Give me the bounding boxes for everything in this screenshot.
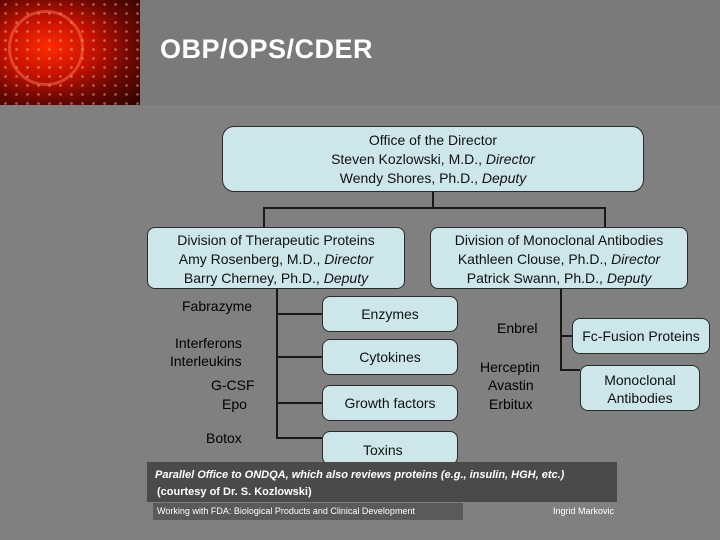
label-gcsf: G-CSF: [211, 377, 255, 393]
label-interleukins: Interleukins: [170, 353, 242, 369]
dma-deputy: Patrick Swann, Ph.D., Deputy: [431, 269, 687, 288]
page-title: OBP/OPS/CDER: [160, 34, 373, 65]
dtp-director: Amy Rosenberg, M.D., Director: [148, 250, 404, 269]
division-therapeutic-proteins-box: Division of Therapeutic Proteins Amy Ros…: [147, 227, 405, 289]
category-toxins: Toxins: [322, 431, 458, 465]
label-fabrazyme: Fabrazyme: [182, 298, 252, 314]
label-herceptin: Herceptin: [480, 359, 540, 375]
connector-director-down: [432, 192, 434, 208]
connector-dtp-trunk: [276, 288, 278, 438]
dtp-title: Division of Therapeutic Proteins: [148, 231, 404, 250]
footer-author: Ingrid Markovic: [553, 506, 614, 516]
dtp-deputy: Barry Cherney, Ph.D., Deputy: [148, 269, 404, 288]
label-interferons: Interferons: [175, 335, 242, 351]
connector-toxins: [276, 437, 322, 439]
label-epo: Epo: [222, 396, 247, 412]
category-enzymes: Enzymes: [322, 296, 458, 332]
dma-title: Division of Monoclonal Antibodies: [431, 231, 687, 250]
connector-dtp-up: [263, 207, 265, 227]
connector-growth: [276, 402, 322, 404]
dma-director: Kathleen Clouse, Ph.D., Director: [431, 250, 687, 269]
footer-presentation-title: Working with FDA: Biological Products an…: [153, 503, 463, 520]
corner-image: [0, 0, 140, 105]
connector-division-horizontal: [263, 207, 606, 209]
category-growth-factors: Growth factors: [322, 385, 458, 421]
label-avastin: Avastin: [488, 377, 534, 393]
label-erbitux: Erbitux: [489, 396, 533, 412]
label-enbrel: Enbrel: [497, 320, 537, 336]
connector-mab: [560, 369, 580, 371]
division-monoclonal-antibodies-box: Division of Monoclonal Antibodies Kathle…: [430, 227, 688, 289]
director-office-label: Office of the Director: [223, 131, 643, 150]
footnote-parallel-office: Parallel Office to ONDQA, which also rev…: [155, 466, 564, 484]
director-name: Steven Kozlowski, M.D., Director: [223, 150, 643, 169]
label-botox: Botox: [206, 430, 242, 446]
connector-dma-up: [604, 207, 606, 227]
connector-cytokines: [276, 356, 322, 358]
connector-dma-trunk: [560, 288, 562, 370]
category-cytokines: Cytokines: [322, 339, 458, 375]
category-monoclonal-antibodies: Monoclonal Antibodies: [580, 365, 700, 411]
footnote-courtesy: (courtesy of Dr. S. Kozlowski): [157, 486, 312, 498]
category-fc-fusion-proteins: Fc-Fusion Proteins: [572, 318, 710, 354]
connector-fc: [560, 335, 572, 337]
connector-enzymes: [276, 313, 322, 315]
office-of-director-box: Office of the Director Steven Kozlowski,…: [222, 126, 644, 192]
deputy-director-name: Wendy Shores, Ph.D., Deputy: [223, 169, 643, 188]
